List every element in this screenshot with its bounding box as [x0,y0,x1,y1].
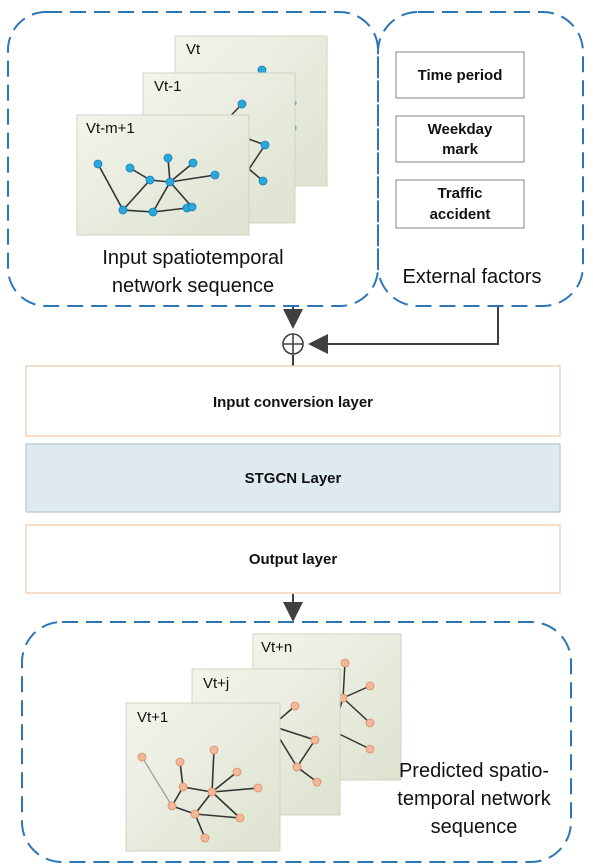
combine-connectors [283,307,499,366]
network-node [137,752,147,762]
output-frame-vt-plus-1-label: Vt+1 [137,709,168,726]
network-node [188,158,198,168]
input-frame-vt-m-plus-1-label: Vt-m+1 [86,120,135,137]
factor-box-traffic-accident: Traffic accident [395,179,525,229]
network-node [148,207,158,217]
external-to-combine-arrow [308,307,499,354]
network-node [125,163,135,173]
network-node [175,757,185,767]
network-node [258,176,268,186]
factor-weekday-line2: mark [442,141,479,158]
external-factors-panel: Time period Weekday mark Traffic acciden… [377,11,584,307]
network-node [167,801,177,811]
network-node [365,718,375,728]
network-node [163,153,173,163]
network-node [365,744,375,754]
network-node [118,205,128,215]
input-frame-vt-1-label: Vt-1 [154,78,182,95]
layer-output: Output layer [25,524,561,594]
output-frame-vt-plus-n-label: Vt+n [261,639,292,656]
combine-operator-icon [282,333,304,355]
network-node [310,735,320,745]
network-node [209,745,219,755]
factor-box-weekday-mark: Weekday mark [395,115,525,163]
output-panel-caption-line2: temporal network [397,788,551,810]
network-node [232,767,242,777]
input-frame-vt-label: Vt [186,41,201,58]
network-node [253,783,263,793]
output-frame-vt-plus-1: Vt+1 [125,702,281,852]
output-frame-vt-plus-j-label: Vt+j [203,675,229,692]
network-node [260,140,270,150]
layer-input-conversion: Input conversion layer [25,365,561,437]
network-node [178,782,188,792]
input-frame-vt-m-plus-1: Vt-m+1 [76,114,250,236]
layer-output-label: Output layer [249,551,338,568]
external-panel-border [377,11,584,307]
network-node [365,681,375,691]
network-node [210,170,220,180]
external-panel-caption: External factors [403,266,542,288]
network-node [207,787,217,797]
factor-box-time-period: Time period [395,51,525,99]
network-node [235,813,245,823]
network-node [340,658,350,668]
input-panel-caption-line2: network sequence [112,275,274,297]
factor-traffic-line1: Traffic [437,185,482,202]
output-panel-caption-line3: sequence [431,816,518,838]
output-panel-caption-line1: Predicted spatio- [399,760,549,782]
factor-traffic-line2: accident [430,206,491,223]
network-node [312,777,322,787]
network-node [200,833,210,843]
network-node [237,99,247,109]
network-node [145,175,155,185]
network-node [93,159,103,169]
network-node [292,762,302,772]
factor-time-period-label: Time period [418,67,503,84]
network-node [187,202,197,212]
input-panel-caption-line1: Input spatiotemporal [102,247,283,269]
layer-stgcn-label: STGCN Layer [245,470,342,487]
layer-stgcn: STGCN Layer [25,443,561,513]
network-node [165,177,175,187]
factor-weekday-line1: Weekday [428,121,493,138]
layer-input-conversion-label: Input conversion layer [213,394,373,411]
output-panel: Vt+n Vt+j [21,621,572,863]
input-panel: Vt Vt-1 [7,11,379,307]
network-node [290,701,300,711]
network-node [190,809,200,819]
output-panel-border [21,621,572,863]
